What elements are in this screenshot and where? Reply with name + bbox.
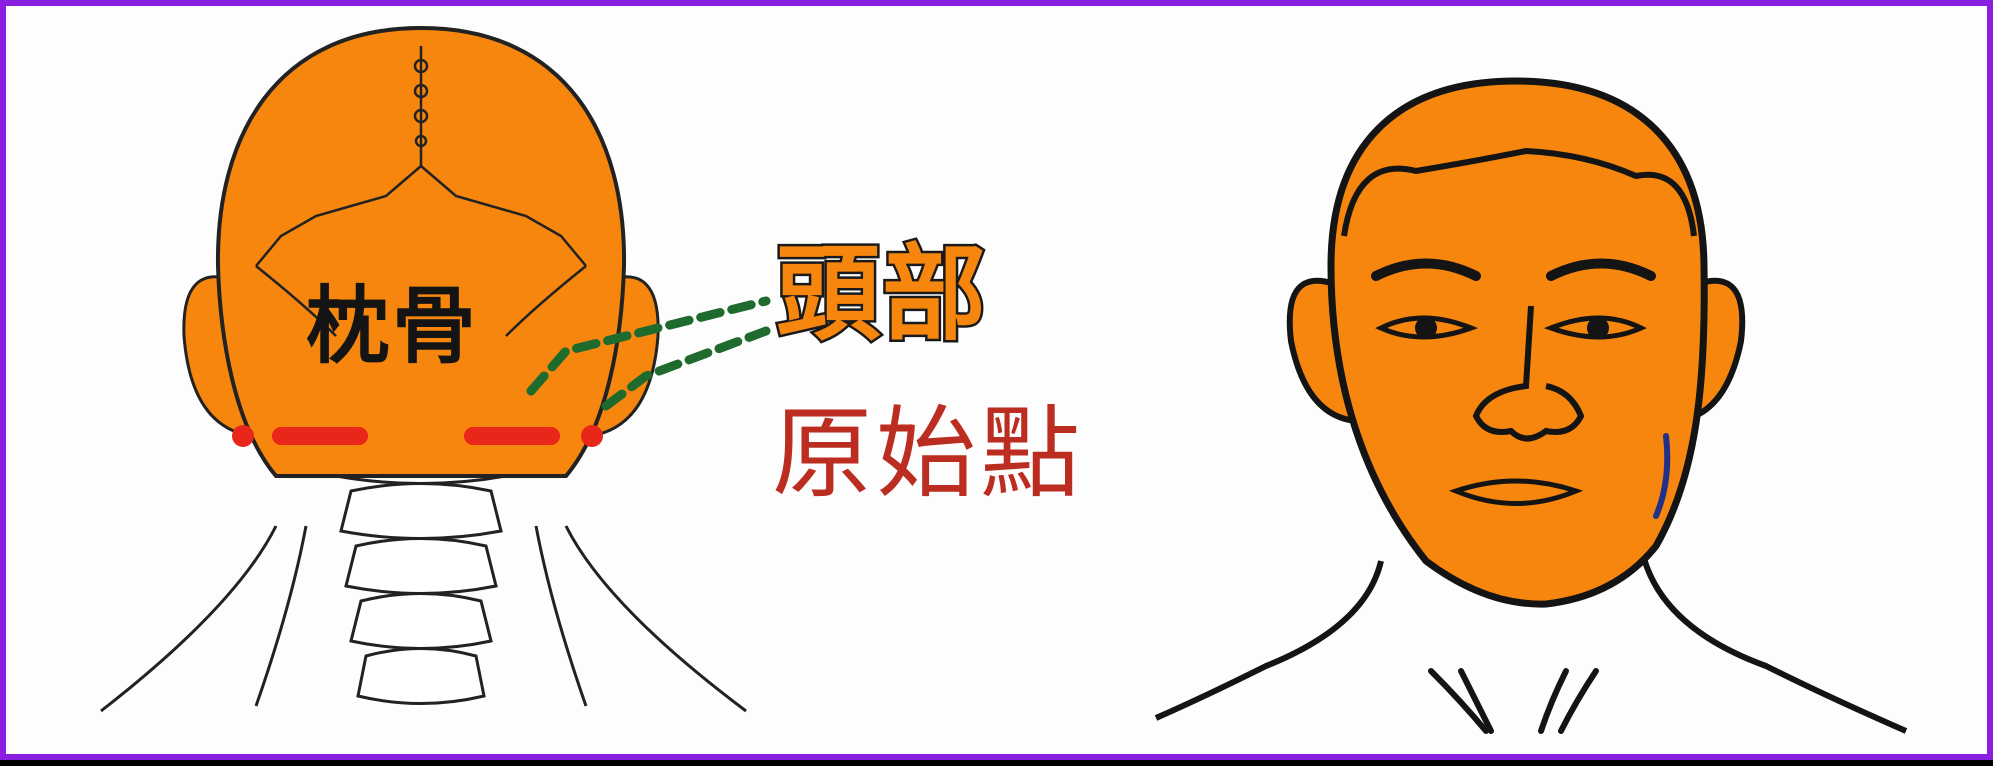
origin-marks — [232, 425, 603, 447]
origin-bar-left — [272, 427, 368, 445]
origin-bar-right — [464, 427, 560, 445]
mouth — [1448, 478, 1584, 506]
shoulder-lines — [1154, 545, 1908, 734]
skull — [215, 25, 627, 478]
head-label: 頭部 — [773, 233, 989, 355]
origin-dot-left — [232, 425, 254, 447]
front-face-illustration — [1154, 77, 1908, 734]
leader-lines — [526, 296, 771, 411]
neck-shoulder-lines — [100, 525, 747, 713]
left-pupil — [1415, 317, 1437, 339]
hairline — [1341, 147, 1697, 237]
jaw-marker — [1653, 433, 1671, 519]
back-head-illustration — [100, 25, 771, 713]
origin-point-label: 原始點 — [772, 395, 1084, 512]
skull-sutures — [255, 46, 587, 337]
right-eyebrow — [1546, 258, 1656, 281]
nose — [1472, 305, 1585, 442]
collarbone-marks — [1428, 668, 1599, 734]
right-pupil — [1587, 317, 1609, 339]
face — [1327, 77, 1708, 608]
origin-dot-right — [581, 425, 603, 447]
left-eyebrow — [1371, 258, 1481, 281]
occipital-label: 枕骨 — [306, 277, 479, 375]
